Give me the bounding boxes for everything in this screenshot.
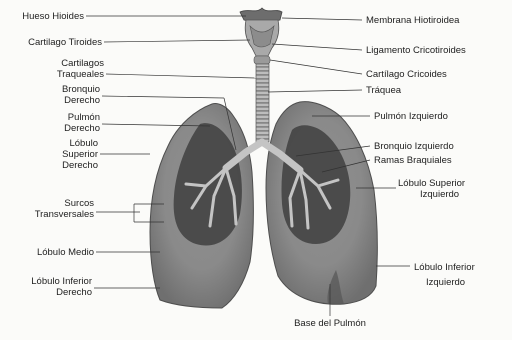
cricoid-cartilage — [254, 56, 270, 64]
trachea — [256, 64, 269, 142]
label-lobulo-inferior-izquierdo-1: Lóbulo Inferior — [414, 262, 475, 273]
label-base-del-pulmon: Base del Pulmón — [294, 318, 366, 329]
label-membrana-hiotiroidea: Membrana Hiotiroidea — [366, 15, 460, 26]
label-ligamento-cricotiroides: Ligamento Cricotiroides — [366, 45, 466, 56]
label-cartilago-tiroides: Cartilago Tiroides — [28, 37, 102, 48]
label-ramas-braquiales: Ramas Braquiales — [374, 155, 452, 166]
label-cartilagos-traqueales-1: Cartilagos — [61, 58, 104, 69]
label-pulmon-derecho-1: Pulmón — [68, 112, 100, 123]
label-bronquio-izquierdo: Bronquio Izquierdo — [374, 141, 454, 152]
label-lobulo-superior-derecho-2: Superior — [62, 149, 98, 160]
label-hueso-hioides: Hueso Hioides — [22, 11, 84, 22]
label-lobulo-superior-derecho-1: Lóbulo — [69, 138, 98, 149]
label-lobulo-superior-derecho-3: Derecho — [62, 160, 98, 171]
label-lobulo-inferior-izquierdo-2: Izquierdo — [426, 277, 465, 288]
label-cartilago-cricoides: Cartílago Cricoides — [366, 69, 447, 80]
label-traquea: Tráquea — [366, 85, 402, 96]
label-bronquio-derecho-2: Derecho — [64, 95, 100, 106]
label-pulmon-derecho-2: Derecho — [64, 123, 100, 134]
label-lobulo-superior-izquierdo-2: Izquierdo — [420, 189, 459, 200]
label-cartilagos-traqueales-2: Traqueales — [57, 69, 104, 80]
label-lobulo-medio: Lóbulo Medio — [37, 247, 94, 258]
label-surcos-transversales-1: Surcos — [64, 198, 94, 209]
label-surcos-transversales-2: Transversales — [35, 209, 95, 220]
label-lobulo-superior-izquierdo-1: Lóbulo Superior — [398, 178, 465, 189]
label-pulmon-izquierdo: Pulmón Izquierdo — [374, 111, 448, 122]
label-bronquio-derecho-1: Bronquio — [62, 84, 100, 95]
hyoid-bone — [240, 8, 282, 22]
label-lobulo-inferior-derecho-1: Lóbulo Inferior — [31, 276, 92, 287]
label-lobulo-inferior-derecho-2: Derecho — [56, 287, 92, 298]
